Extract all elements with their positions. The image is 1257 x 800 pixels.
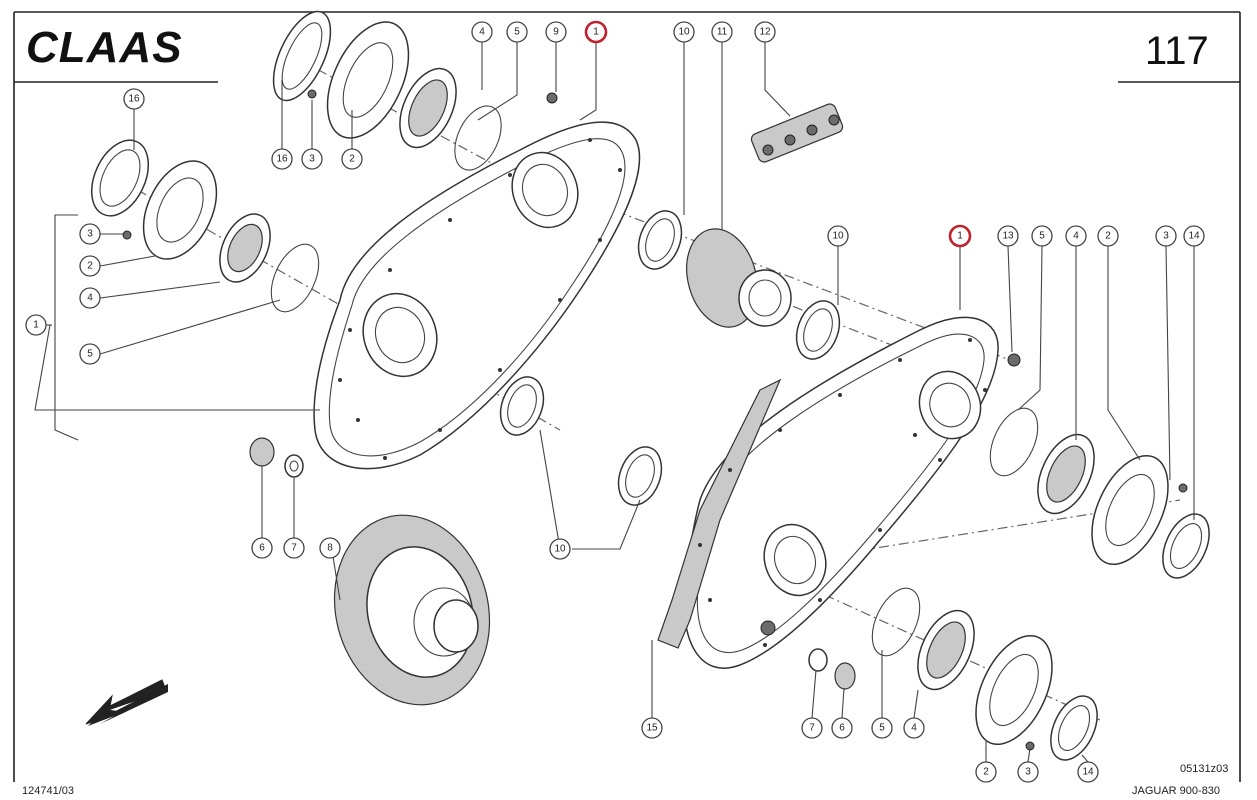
footer-model: JAGUAR 900-830 (1132, 785, 1220, 797)
callout-3[interactable]: 3 (79, 223, 101, 245)
callout-2[interactable]: 2 (79, 255, 101, 277)
callout-2[interactable]: 2 (341, 148, 363, 170)
svg-text:4: 4 (87, 293, 93, 304)
callout-5[interactable]: 5 (871, 717, 893, 739)
callout-9[interactable]: 9 (545, 21, 567, 43)
callout-1[interactable]: 1 (25, 314, 47, 336)
large-sprocket (333, 514, 491, 706)
callouts: 16 3 2 4 5 9 1 10 11 12 16 3 2 4 1 5 10 … (25, 20, 1205, 783)
callout-6[interactable]: 6 (251, 537, 273, 559)
chain-segment (750, 103, 844, 163)
svg-text:12: 12 (759, 27, 771, 38)
svg-text:5: 5 (1039, 231, 1045, 242)
brand-logo: CLAAS (26, 23, 183, 72)
svg-text:3: 3 (309, 154, 315, 165)
svg-text:3: 3 (1025, 767, 1031, 778)
callout-5[interactable]: 5 (79, 343, 101, 365)
callout-14[interactable]: 14 (1183, 225, 1205, 247)
callout-6[interactable]: 6 (831, 717, 853, 739)
svg-text:15: 15 (646, 723, 658, 734)
callout-8[interactable]: 8 (319, 537, 341, 559)
left-cover-plate (313, 121, 641, 470)
callout-10[interactable]: 10 (673, 21, 695, 43)
callout-1-highlighted[interactable]: 1 (584, 20, 608, 44)
callout-13[interactable]: 13 (997, 225, 1019, 247)
callout-3[interactable]: 3 (1155, 225, 1177, 247)
callout-10[interactable]: 10 (549, 538, 571, 560)
svg-text:4: 4 (1073, 231, 1079, 242)
svg-text:14: 14 (1188, 231, 1200, 242)
svg-text:2: 2 (1105, 231, 1111, 242)
top-seal-stack (272, 10, 558, 171)
callout-4[interactable]: 4 (903, 717, 925, 739)
footer-right-code: 05131z03 (1180, 763, 1228, 775)
svg-text:5: 5 (87, 349, 93, 360)
svg-text:8: 8 (327, 543, 333, 554)
callout-10[interactable]: 10 (827, 225, 849, 247)
svg-text:2: 2 (983, 767, 989, 778)
callout-3[interactable]: 3 (301, 148, 323, 170)
o-rings (499, 210, 841, 506)
svg-text:6: 6 (839, 723, 845, 734)
leader-lines (46, 42, 1195, 763)
callout-14[interactable]: 14 (1077, 761, 1099, 783)
page-number: 117 (1145, 29, 1209, 73)
svg-text:1: 1 (957, 231, 963, 242)
direction-arrow-icon (85, 679, 168, 726)
svg-text:4: 4 (479, 27, 485, 38)
svg-text:7: 7 (291, 543, 297, 554)
svg-text:10: 10 (554, 544, 566, 555)
svg-text:10: 10 (678, 27, 690, 38)
upper-left-seal-stack (90, 139, 320, 313)
callout-2[interactable]: 2 (975, 761, 997, 783)
callout-4[interactable]: 4 (471, 21, 493, 43)
small-sprocket (686, 228, 792, 328)
callout-1-highlighted[interactable]: 1 (948, 224, 972, 248)
svg-text:4: 4 (911, 723, 917, 734)
page-frame (13, 11, 1241, 782)
left-fasteners (249, 437, 304, 478)
brand-logo-text: CLAAS (26, 23, 183, 72)
callout-7[interactable]: 7 (801, 717, 823, 739)
svg-text:5: 5 (879, 723, 885, 734)
callout-4[interactable]: 4 (79, 287, 101, 309)
svg-text:9: 9 (553, 27, 559, 38)
svg-text:3: 3 (87, 229, 93, 240)
svg-text:11: 11 (717, 27, 728, 38)
svg-text:14: 14 (1082, 767, 1094, 778)
svg-text:16: 16 (276, 154, 288, 165)
callout-7[interactable]: 7 (283, 537, 305, 559)
callout-4[interactable]: 4 (1065, 225, 1087, 247)
svg-text:1: 1 (33, 320, 39, 331)
svg-text:5: 5 (514, 27, 520, 38)
svg-text:1: 1 (593, 27, 599, 38)
left-bracket (34, 214, 320, 441)
callout-11[interactable]: 11 (711, 21, 733, 43)
svg-text:3: 3 (1163, 231, 1169, 242)
callout-16[interactable]: 16 (123, 88, 145, 110)
bottom-seal-stack (760, 587, 1098, 761)
svg-text:13: 13 (1002, 231, 1014, 242)
right-cover-plate (657, 316, 999, 669)
callout-2[interactable]: 2 (1097, 225, 1119, 247)
footer-left-code: 124741/03 (22, 785, 74, 797)
callout-16[interactable]: 16 (271, 148, 293, 170)
callout-12[interactable]: 12 (754, 21, 776, 43)
svg-text:16: 16 (128, 94, 140, 105)
right-seal-stack (989, 353, 1210, 579)
svg-text:6: 6 (259, 543, 265, 554)
callout-5[interactable]: 5 (506, 21, 528, 43)
svg-text:7: 7 (809, 723, 815, 734)
callout-3[interactable]: 3 (1017, 761, 1039, 783)
svg-text:10: 10 (832, 231, 844, 242)
callout-5[interactable]: 5 (1031, 225, 1053, 247)
svg-text:2: 2 (349, 154, 355, 165)
callout-15[interactable]: 15 (641, 717, 663, 739)
svg-text:2: 2 (87, 261, 93, 272)
